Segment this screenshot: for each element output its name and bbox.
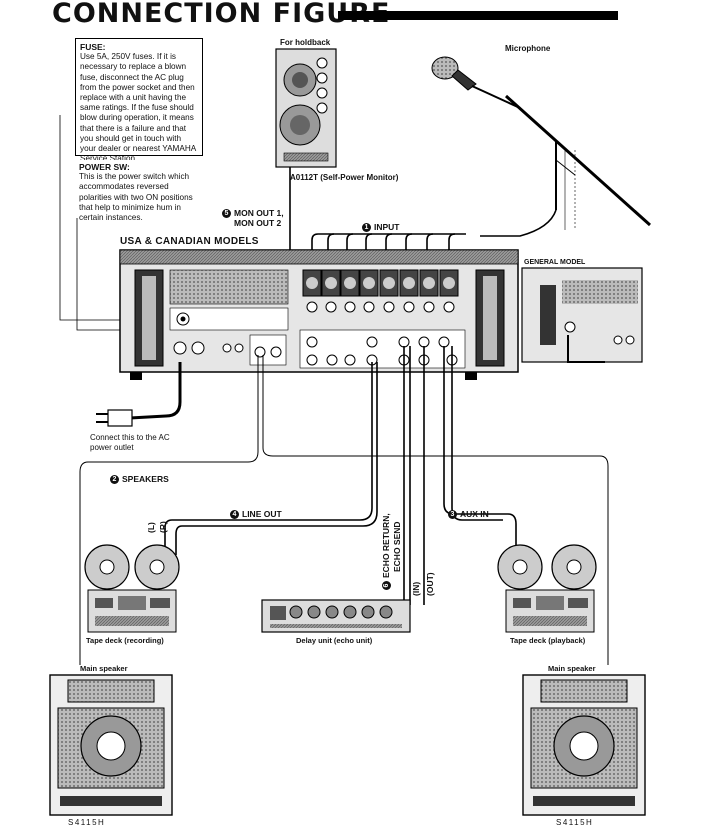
left-channel-label: (L) [146,522,156,533]
speaker-cables [79,355,609,665]
main-speaker-right [522,674,646,816]
power-sw-heading: POWER SW: [79,162,130,172]
right-channel-label: (R) [158,521,168,533]
aux-in-text: AUX IN [460,509,489,519]
model-right-label: S4115H [556,818,594,827]
main-speaker-left-label: Main speaker [80,664,128,673]
echo-in-label: (IN) [411,581,421,596]
mixer-usa-model [119,249,519,380]
fuse-text: Use 5A, 250V fuses. If it is necessary t… [80,52,196,164]
echo-out-label: (OUT) [425,572,435,596]
input-number: 1 [362,223,371,233]
tape-deck-playback [497,544,597,633]
fuse-note: FUSE: Use 5A, 250V fuses. If it is neces… [75,38,203,163]
ac-outlet-label-2: power outlet [90,443,134,452]
delay-unit-label: Delay unit (echo unit) [296,636,373,645]
ac-power-cord [96,362,182,427]
echo-number: 6 [382,581,392,590]
input-cables [311,233,466,262]
mixer-general-model [521,267,643,363]
tape-deck-recording [84,544,180,633]
microphone-label: Microphone [505,44,551,53]
power-sw-note: POWER SW: This is the power switch which… [75,160,203,222]
main-speaker-left [49,674,173,816]
line-out-cable [164,362,373,555]
mon-out-2-label: MON OUT 2 [234,218,282,228]
delay-unit [261,599,411,633]
line-out-number: 4 [230,510,239,520]
aux-in-cable [443,346,517,555]
title-rule [338,11,618,20]
mon-out-number: 5 [222,209,231,219]
echo-send-label: ECHO SEND [392,521,402,572]
mon-out-text: MON OUT 1, [234,208,284,218]
aux-in-number: 3 [448,510,457,520]
input-text: INPUT [374,222,400,232]
for-holdback-label: For holdback [280,38,331,47]
fuse-heading: FUSE: [80,42,106,52]
line-out-text: LINE OUT [242,509,282,519]
power-sw-text: This is the power switch which accommoda… [79,172,193,223]
speakers-number: 2 [110,475,119,485]
speakers-text: SPEAKERS [122,474,169,484]
usa-models-label: USA & CANADIAN MODELS [120,236,259,247]
tape-recording-label: Tape deck (recording) [86,636,164,645]
microphone-stand [431,56,652,230]
page-title: CONNECTION FIGURE [52,0,391,29]
ac-outlet-label-1: Connect this to the AC [90,433,170,442]
general-model-label: GENERAL MODEL [524,259,586,266]
echo-cables [403,346,425,605]
self-power-monitor [275,48,337,168]
echo-return-text: ECHO RETURN, [381,513,391,578]
echo-return-label: 6 ECHO RETURN, [381,513,392,590]
main-speaker-right-label: Main speaker [548,664,596,673]
monitor-label: A0112T (Self-Power Monitor) [290,173,399,182]
model-left-label: S4115H [68,818,106,827]
tape-playback-label: Tape deck (playback) [510,636,586,645]
